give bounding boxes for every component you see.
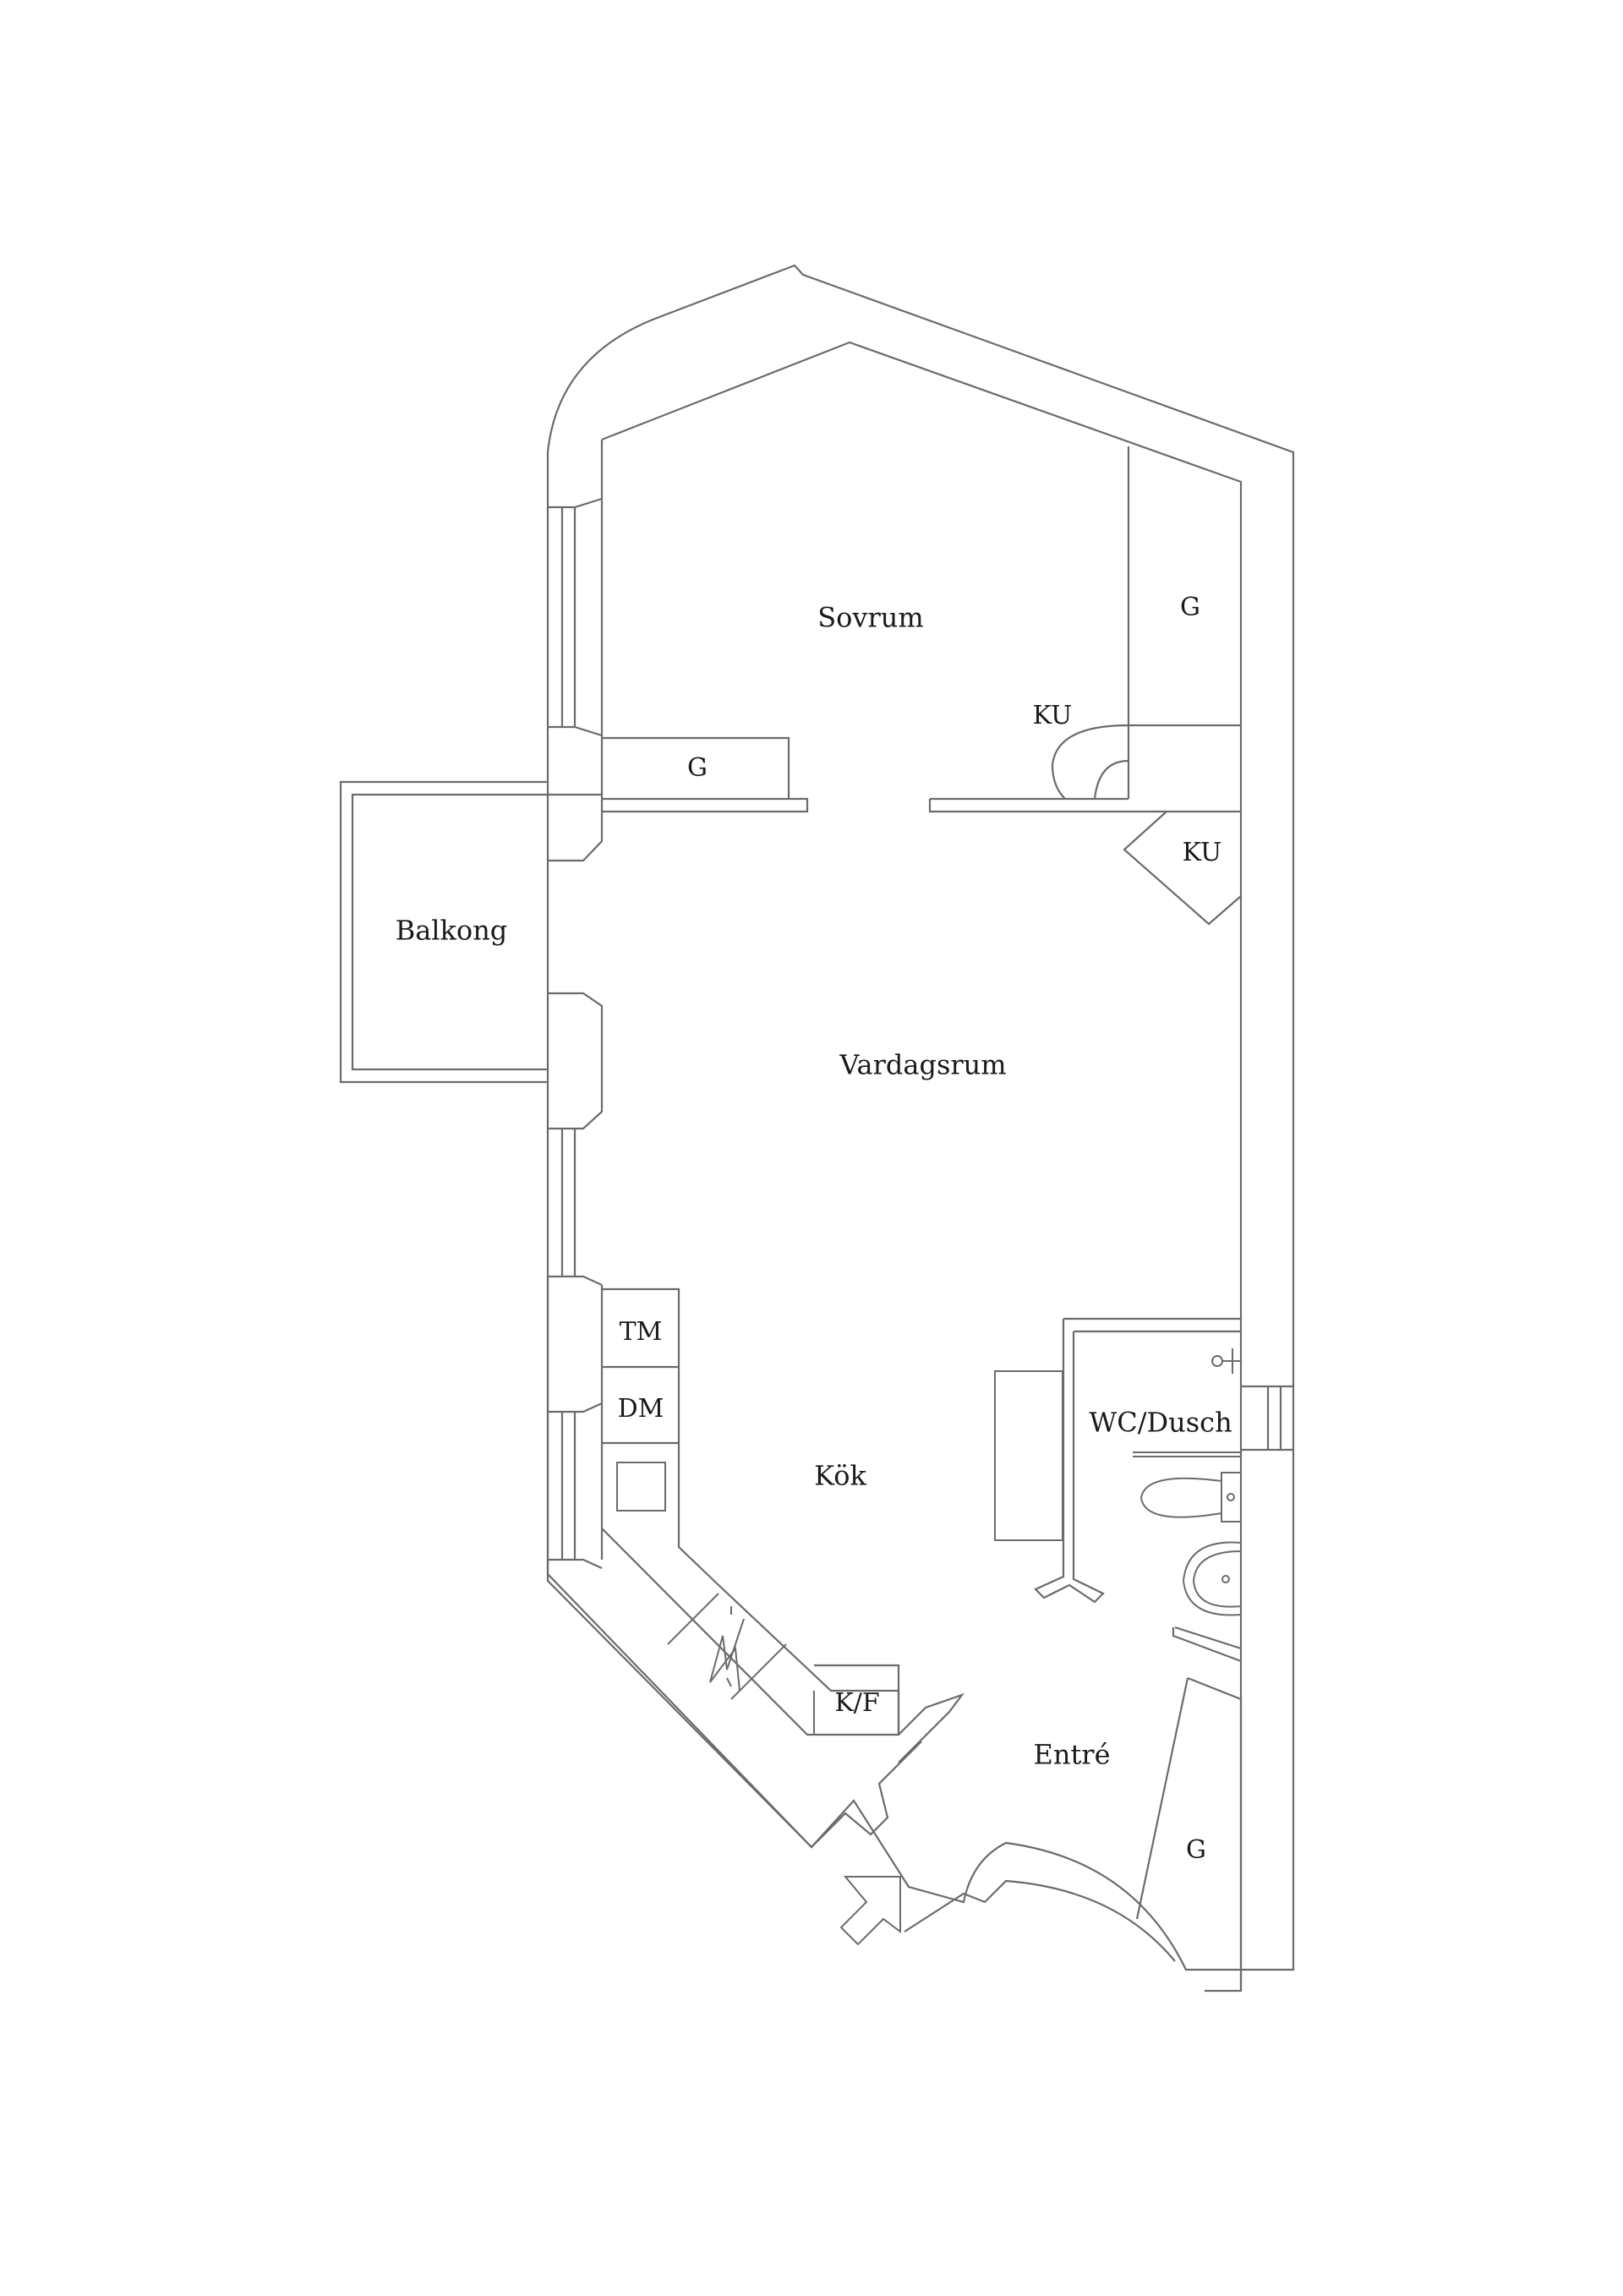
entre-door-wall [811, 1741, 922, 1848]
closet-g-entre [1135, 1676, 1243, 1993]
kitchen-counter-left [601, 1287, 900, 1736]
entry-door-frame [904, 1879, 1176, 1962]
label-closet-g-sovrum: G [1180, 593, 1200, 622]
washbasin-drain [1221, 1575, 1230, 1583]
entrance-arrow-icon [839, 1876, 901, 1946]
label-dm: DM [618, 1394, 664, 1424]
label-tm: TM [620, 1317, 663, 1347]
kf-fridge-outline [814, 1664, 900, 1735]
shower-rail [1133, 1451, 1241, 1457]
kitchen-counter-divider-tm-dm [602, 1365, 679, 1445]
wc-dusch-walls [1034, 1317, 1241, 1604]
toilet-icon [1139, 1472, 1242, 1522]
dining-table [994, 1370, 1063, 1541]
wc-door-wall [1172, 1626, 1242, 1663]
sovrum-bottom-wall-right [928, 797, 1241, 813]
closet-g-sovrum-right [1127, 446, 1241, 727]
kitchen-partition-diag [898, 1692, 965, 1763]
room-label-kok: Kök [814, 1460, 866, 1492]
sink-unit [667, 1593, 787, 1700]
balcony-door-frame-top [548, 793, 604, 862]
closet-g-sovrum-shelf [602, 736, 790, 799]
label-ku-sovrum: KU [1033, 701, 1073, 730]
stove-square [616, 1462, 666, 1512]
outer-shell [546, 264, 1295, 1971]
room-label-vardagsrum: Vardagsrum [839, 1049, 1006, 1081]
balkong-outline [339, 780, 548, 1084]
left-window-top [548, 497, 603, 737]
ku-vardagsrum-shape [1123, 811, 1242, 926]
balcony-door-frame-bottom [548, 992, 604, 1130]
sovrum-top-wall [601, 341, 1243, 1991]
left-window-bottom [548, 1402, 603, 1570]
room-label-wc-dusch: WC/Dusch [1089, 1407, 1232, 1439]
left-window-middle [548, 1129, 603, 1287]
sovrum-bottom-wall-left [600, 795, 809, 813]
washbasin-icon [1182, 1541, 1242, 1616]
label-closet-g-shelf: G [687, 753, 708, 783]
ku-sovrum-shape [1051, 724, 1130, 800]
sink-detail [726, 1606, 732, 1687]
room-label-entre: Entré [1033, 1739, 1110, 1771]
room-label-balkong: Balkong [396, 915, 508, 947]
label-ku-vardagsrum: KU [1183, 838, 1222, 867]
shower-pipe [1222, 1348, 1241, 1374]
label-closet-g-entre: G [1186, 1835, 1206, 1865]
room-label-sovrum: Sovrum [817, 602, 924, 634]
left-wall-kitchen [546, 1276, 812, 1848]
shower-head-icon [1211, 1355, 1223, 1367]
toilet-button [1227, 1493, 1235, 1501]
label-kf: K/F [834, 1688, 879, 1718]
right-window [1241, 1385, 1293, 1451]
